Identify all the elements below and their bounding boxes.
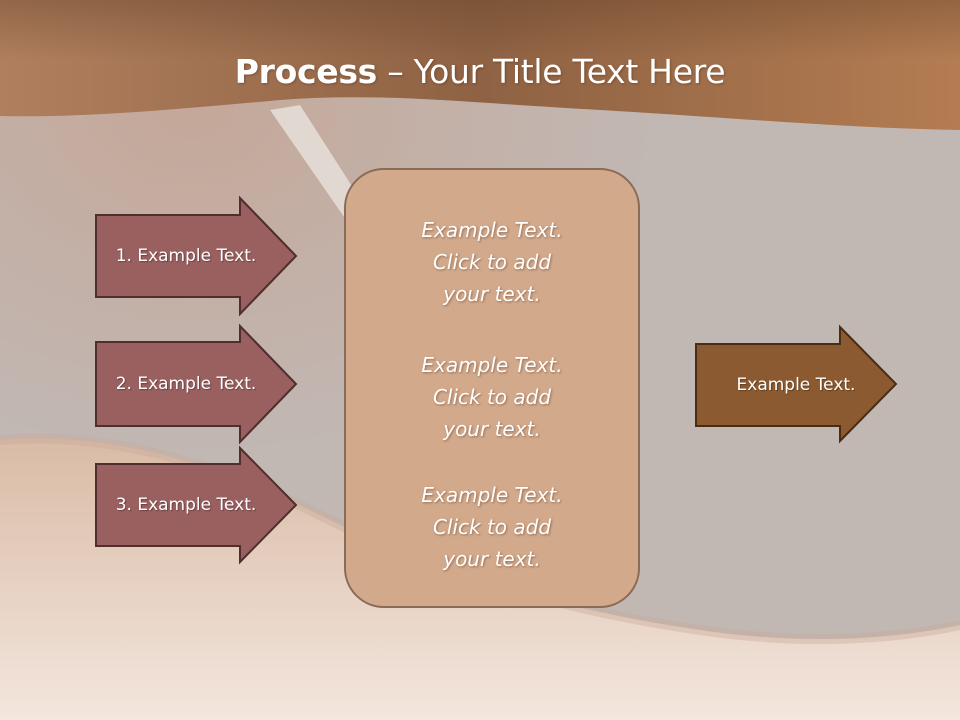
slide-title[interactable]: Process – Your Title Text Here [0, 52, 960, 91]
paragraph-line: Example Text. [346, 349, 638, 381]
left-arrow-1[interactable]: 1. Example Text. [96, 198, 300, 314]
left-arrow-label: 2. Example Text. [96, 342, 276, 426]
paragraph-line: Click to add [346, 381, 638, 413]
left-arrow-2[interactable]: 2. Example Text. [96, 326, 300, 442]
paragraph-line: Click to add [346, 246, 638, 278]
left-arrow-label: 3. Example Text. [96, 464, 276, 546]
center-text-box[interactable]: Example Text. Click to add your text. Ex… [344, 168, 640, 608]
paragraph-line: your text. [346, 278, 638, 310]
right-arrow-label: Example Text. [706, 344, 886, 426]
paragraph-line: Click to add [346, 511, 638, 543]
left-arrow-3[interactable]: 3. Example Text. [96, 448, 300, 564]
title-bold: Process [235, 52, 377, 91]
paragraph-line: Example Text. [346, 214, 638, 246]
center-paragraph-2: Example Text. Click to add your text. [346, 349, 638, 445]
left-arrow-label: 1. Example Text. [96, 215, 276, 297]
right-arrow[interactable]: Example Text. [696, 327, 900, 443]
paragraph-line: your text. [346, 543, 638, 575]
center-paragraph-1: Example Text. Click to add your text. [346, 214, 638, 310]
paragraph-line: Example Text. [346, 479, 638, 511]
title-rest: – Your Title Text Here [377, 52, 725, 91]
center-paragraph-3: Example Text. Click to add your text. [346, 479, 638, 575]
paragraph-line: your text. [346, 413, 638, 445]
